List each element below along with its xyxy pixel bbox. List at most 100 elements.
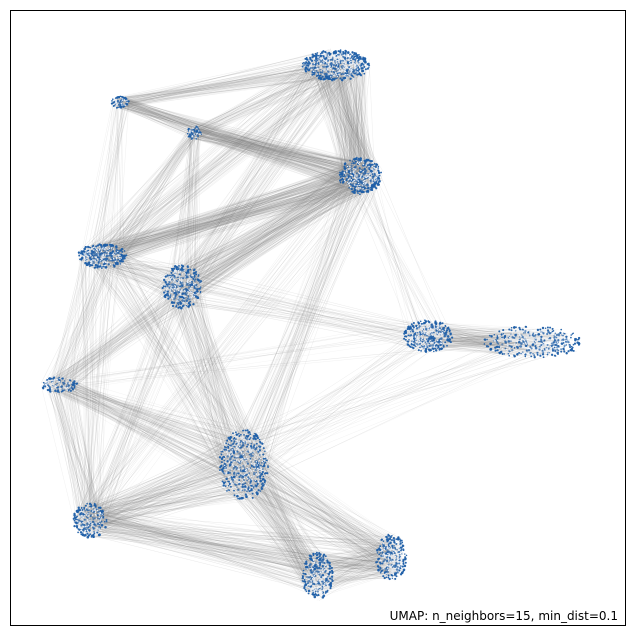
edge-line xyxy=(115,73,322,101)
data-point-highlight xyxy=(360,175,362,178)
data-point xyxy=(315,57,318,61)
edge-line xyxy=(84,170,352,512)
edge-line xyxy=(122,180,367,252)
edge-line xyxy=(184,163,367,306)
edge-line xyxy=(324,79,363,170)
edge-line xyxy=(194,173,354,290)
edge-line xyxy=(98,67,330,249)
edge-line xyxy=(113,184,363,256)
edge-line xyxy=(113,99,364,166)
data-point xyxy=(363,65,366,68)
edge-line xyxy=(76,179,371,523)
data-point-highlight xyxy=(335,56,337,58)
data-point xyxy=(121,250,124,253)
edge-line xyxy=(118,167,344,257)
edge-line xyxy=(114,100,371,184)
data-point-highlight xyxy=(329,70,331,72)
edge-line xyxy=(179,177,371,281)
data-point-highlight xyxy=(98,264,100,266)
data-point xyxy=(85,245,87,248)
data-point-highlight xyxy=(357,182,360,185)
data-point-highlight xyxy=(336,66,338,69)
edge-line xyxy=(91,66,303,252)
edge-line xyxy=(190,128,370,171)
edge-line xyxy=(193,161,359,290)
edge-line xyxy=(99,172,381,246)
edge-bundle-D-J xyxy=(221,159,383,493)
edge-line xyxy=(191,70,363,281)
edge-line xyxy=(82,162,354,256)
edge-line xyxy=(183,132,196,288)
edge-line xyxy=(174,185,343,298)
data-point-highlight xyxy=(360,60,362,63)
data-point-highlight xyxy=(369,172,371,174)
edge-line xyxy=(342,66,367,179)
data-point-highlight xyxy=(364,179,366,182)
edge-bundle-C-E xyxy=(77,126,202,269)
edge-line xyxy=(103,127,194,264)
data-point-highlight xyxy=(176,274,178,277)
edge-line xyxy=(124,176,363,259)
edge-line xyxy=(176,133,194,297)
edge-line xyxy=(85,129,198,249)
edge-line xyxy=(344,73,366,185)
edge-line xyxy=(345,184,440,335)
edge-line xyxy=(171,134,190,284)
edge-line xyxy=(83,257,260,447)
edge-bundle-D-E xyxy=(78,157,383,269)
edge-line xyxy=(96,62,303,265)
edge-line xyxy=(126,106,355,168)
edge-line xyxy=(70,264,108,379)
edge-line xyxy=(93,263,246,432)
data-point-highlight xyxy=(84,255,86,257)
edge-line xyxy=(341,170,451,337)
edge-line xyxy=(232,172,372,469)
edge-line xyxy=(114,132,195,252)
edge-line xyxy=(191,178,376,286)
edge-line xyxy=(123,250,230,484)
edge-line xyxy=(200,136,363,163)
edge-line xyxy=(89,101,131,252)
edge-line xyxy=(353,66,365,166)
edge-line xyxy=(194,126,363,189)
edge-line xyxy=(102,251,251,474)
edge-line xyxy=(173,64,358,278)
edge-line xyxy=(112,49,330,105)
edge-line xyxy=(89,173,365,246)
edge-line xyxy=(189,178,367,288)
edge-line xyxy=(194,186,377,277)
data-point-highlight xyxy=(191,136,193,138)
edge-line xyxy=(320,72,367,165)
data-point xyxy=(180,264,183,267)
data-point xyxy=(178,291,180,293)
data-point-highlight xyxy=(170,287,172,289)
data-point xyxy=(350,169,353,172)
edge-line xyxy=(125,132,190,252)
edge-line xyxy=(101,69,326,250)
edge-line xyxy=(101,181,365,256)
edge-line xyxy=(55,258,116,387)
edge-line xyxy=(123,103,351,178)
edge-line xyxy=(346,64,366,180)
data-point-highlight xyxy=(368,175,370,177)
data-point-highlight xyxy=(191,275,193,277)
data-point-highlight xyxy=(326,68,328,71)
data-point xyxy=(168,274,171,277)
edge-line xyxy=(172,130,192,281)
edge-line xyxy=(116,174,371,251)
edge-line xyxy=(110,127,190,251)
data-point xyxy=(376,183,379,186)
data-point-highlight xyxy=(121,103,123,105)
edge-line xyxy=(165,139,198,278)
edge-line xyxy=(182,177,353,301)
data-point xyxy=(349,159,351,162)
data-point-highlight xyxy=(338,69,341,71)
edge-line xyxy=(172,173,366,303)
edge-line xyxy=(197,53,357,139)
edge-line xyxy=(324,73,353,165)
edge-line xyxy=(201,65,309,290)
data-point-highlight xyxy=(105,246,107,249)
edge-line xyxy=(256,174,383,454)
edge-line xyxy=(81,172,359,520)
edge-line xyxy=(190,138,192,273)
